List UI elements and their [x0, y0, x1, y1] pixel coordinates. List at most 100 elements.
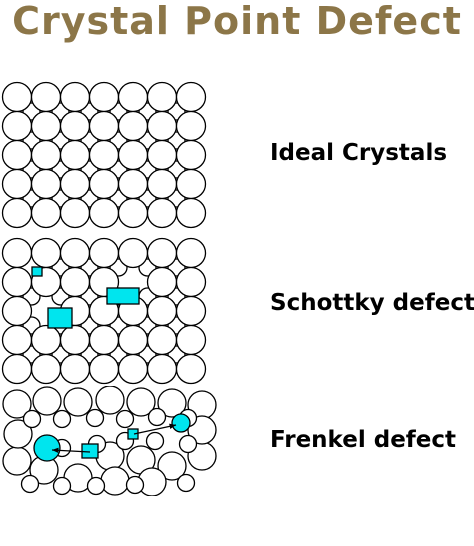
large-atom: [1, 324, 33, 356]
large-atom: [32, 386, 62, 416]
large-atom: [88, 353, 120, 385]
large-atom: [2, 446, 32, 476]
small-atom: [115, 409, 135, 429]
large-atom: [146, 168, 178, 200]
displacement-arrow: [133, 424, 177, 435]
large-atom: [157, 388, 187, 418]
large-atom: [117, 353, 149, 385]
large-atom: [175, 266, 207, 298]
page-title: Crystal Point Defect: [12, 0, 462, 43]
large-atom: [157, 451, 187, 481]
large-atom: [59, 324, 91, 356]
large-atom: [30, 81, 62, 113]
large-atom: [100, 466, 130, 496]
small-atom: [20, 474, 40, 494]
large-atom: [88, 110, 120, 142]
large-atom: [146, 295, 178, 327]
large-atom: [146, 353, 178, 385]
large-atom: [175, 324, 207, 356]
large-atom: [175, 353, 207, 385]
large-atom: [1, 266, 33, 298]
arrow-head: [52, 447, 59, 454]
large-atom: [59, 197, 91, 229]
large-atom: [88, 139, 120, 171]
frenkel-defect-label: Frenkel defect: [270, 427, 457, 453]
large-atom: [126, 387, 156, 417]
ideal-lattice: [1, 81, 207, 229]
small-atom: [86, 476, 106, 496]
displaced-small-atom: [171, 413, 191, 433]
large-atom: [117, 110, 149, 142]
large-atom: [175, 295, 207, 327]
large-atom: [59, 237, 91, 269]
large-atom: [88, 81, 120, 113]
large-atom: [146, 324, 178, 356]
large-atom: [1, 168, 33, 200]
large-vacancy-square: [47, 307, 73, 329]
large-atom: [117, 324, 149, 356]
large-atom: [175, 139, 207, 171]
large-atom: [1, 295, 33, 327]
vacancy-square: [81, 443, 99, 459]
large-atom: [88, 237, 120, 269]
large-atom: [1, 197, 33, 229]
large-atom: [30, 197, 62, 229]
large-atom: [30, 168, 62, 200]
large-atom: [117, 139, 149, 171]
large-atom: [175, 110, 207, 142]
large-atom: [1, 110, 33, 142]
large-atom: [117, 81, 149, 113]
large-atom: [59, 168, 91, 200]
large-atom: [146, 197, 178, 229]
large-atom: [1, 237, 33, 269]
large-atom: [30, 139, 62, 171]
large-atom: [88, 197, 120, 229]
large-atom: [175, 197, 207, 229]
large-atom: [88, 324, 120, 356]
small-atom: [145, 431, 165, 451]
large-atom: [146, 266, 178, 298]
large-atom: [30, 353, 62, 385]
large-atom: [175, 81, 207, 113]
large-atom: [175, 237, 207, 269]
small-atom: [178, 434, 198, 454]
large-atom: [63, 387, 93, 417]
schottky-defect-label: Schottky defect: [270, 290, 474, 316]
large-atom: [2, 389, 32, 419]
small-vacancy-square: [31, 266, 43, 277]
large-atom: [175, 168, 207, 200]
ideal-crystals-label: Ideal Crystals: [270, 140, 448, 166]
ideal-crystal-diagram: [0, 80, 222, 240]
displaced-large-atom: [33, 434, 61, 462]
small-atom: [147, 407, 167, 427]
small-atom: [22, 409, 42, 429]
large-atom: [1, 139, 33, 171]
large-atom: [3, 419, 33, 449]
vacancy-square: [127, 428, 139, 440]
large-atom: [59, 139, 91, 171]
small-atom: [85, 408, 105, 428]
frenkel-defect-diagram: [0, 386, 222, 546]
large-atom: [146, 110, 178, 142]
large-atom: [30, 110, 62, 142]
large-vacancy-square: [106, 287, 140, 305]
large-atom: [95, 386, 125, 415]
large-atom: [1, 81, 33, 113]
large-atom: [30, 324, 62, 356]
small-atom: [176, 473, 196, 493]
small-atom: [52, 476, 72, 496]
large-atom: [1, 353, 33, 385]
large-atom: [30, 237, 62, 269]
large-atom: [117, 197, 149, 229]
large-atom: [59, 81, 91, 113]
large-atom: [146, 237, 178, 269]
large-atom: [59, 110, 91, 142]
arrow-head: [169, 423, 176, 430]
large-atom: [117, 237, 149, 269]
large-atom: [146, 81, 178, 113]
large-atom: [146, 139, 178, 171]
large-atom: [117, 168, 149, 200]
frenkel-lattice: [2, 386, 217, 496]
large-atom: [59, 266, 91, 298]
small-atom: [52, 409, 72, 429]
